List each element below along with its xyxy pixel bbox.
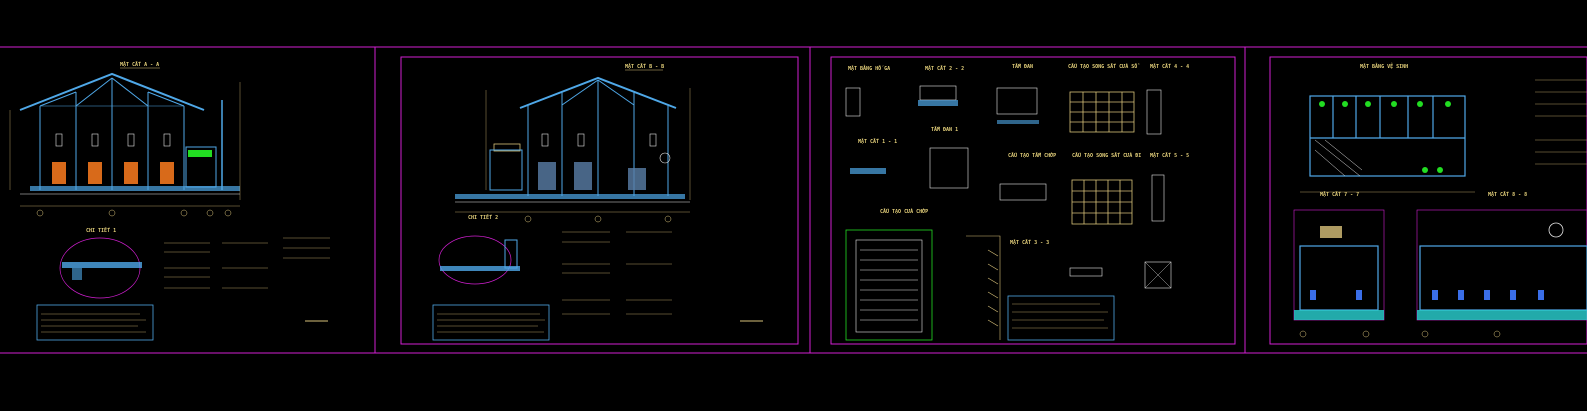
sheet-4-subtitle-1: MẶT CẮT 8 - 8 bbox=[1488, 191, 1527, 198]
sheet-4: MẶT BẰNG VỆ SINH MẶT CẮT 7 - 7 MẶT CẮT 8… bbox=[1293, 62, 1587, 338]
door-grille-1 bbox=[1071, 179, 1133, 225]
sheet-3-subtitle-0: MẶT CẮT 2 - 2 bbox=[925, 65, 964, 72]
roof-truss-1 bbox=[19, 72, 205, 111]
sheet-4-title: MẶT BẰNG VỆ SINH bbox=[1360, 62, 1408, 70]
sheet-2-detail-title: CHI TIẾT 2 bbox=[468, 213, 498, 221]
sheet-3-title: MẶT BẰNG HỐ GA bbox=[848, 64, 890, 72]
toilet-plan bbox=[1309, 95, 1466, 177]
sheet-3-subtitle-6: CẤU TẠO TẤM CHỚP bbox=[1008, 152, 1056, 159]
sheet-3-subtitle-2: CẤU TẠO SONG SẮT CỬA SỔ bbox=[1068, 63, 1140, 70]
sheet-3-subtitle-5: TẤM ĐAN 1 bbox=[931, 126, 958, 133]
sheet-1: MẶT CẮT A - A bbox=[9, 61, 330, 341]
sheet-1-notes bbox=[164, 237, 330, 289]
sheet-3-subtitle-10: MẶT CẮT 3 - 3 bbox=[1010, 239, 1049, 246]
sheet-3-subtitle-9: CẤU TẠO CỬA CHỚP bbox=[880, 208, 928, 215]
sheet-1-title: MẶT CẮT A - A bbox=[120, 61, 159, 68]
louver-panels-1 bbox=[52, 162, 174, 184]
sheet-3-subtitle-3: MẶT CẮT 4 - 4 bbox=[1150, 63, 1189, 70]
sheet-frames bbox=[0, 46, 1587, 354]
sheet-3-subtitle-8: MẶT CẮT 5 - 5 bbox=[1150, 152, 1189, 159]
window-grille-1 bbox=[1069, 91, 1135, 133]
sheet-4-subtitle-0: MẶT CẮT 7 - 7 bbox=[1320, 191, 1359, 198]
sheet-1-detail-title: CHI TIẾT 1 bbox=[86, 226, 116, 234]
sheet-2: MẶT CẮT B - B CHI TI bbox=[432, 63, 763, 341]
sheet-3-subtitle-7: CẤU TẠO SONG SẮT CỬA ĐI bbox=[1072, 152, 1141, 159]
sheet-3-subtitle-1: TẤM ĐAN bbox=[1012, 63, 1033, 70]
sheet-3: MẶT BẰNG HỐ GA MẶT CẮT 2 - 2 TẤM ĐAN CẤU… bbox=[845, 63, 1189, 341]
sheet-2-title: MẶT CẮT B - B bbox=[625, 63, 664, 70]
louver-door bbox=[845, 229, 933, 341]
sheet-3-subtitle-4: MẶT CẮT 1 - 1 bbox=[858, 138, 897, 145]
